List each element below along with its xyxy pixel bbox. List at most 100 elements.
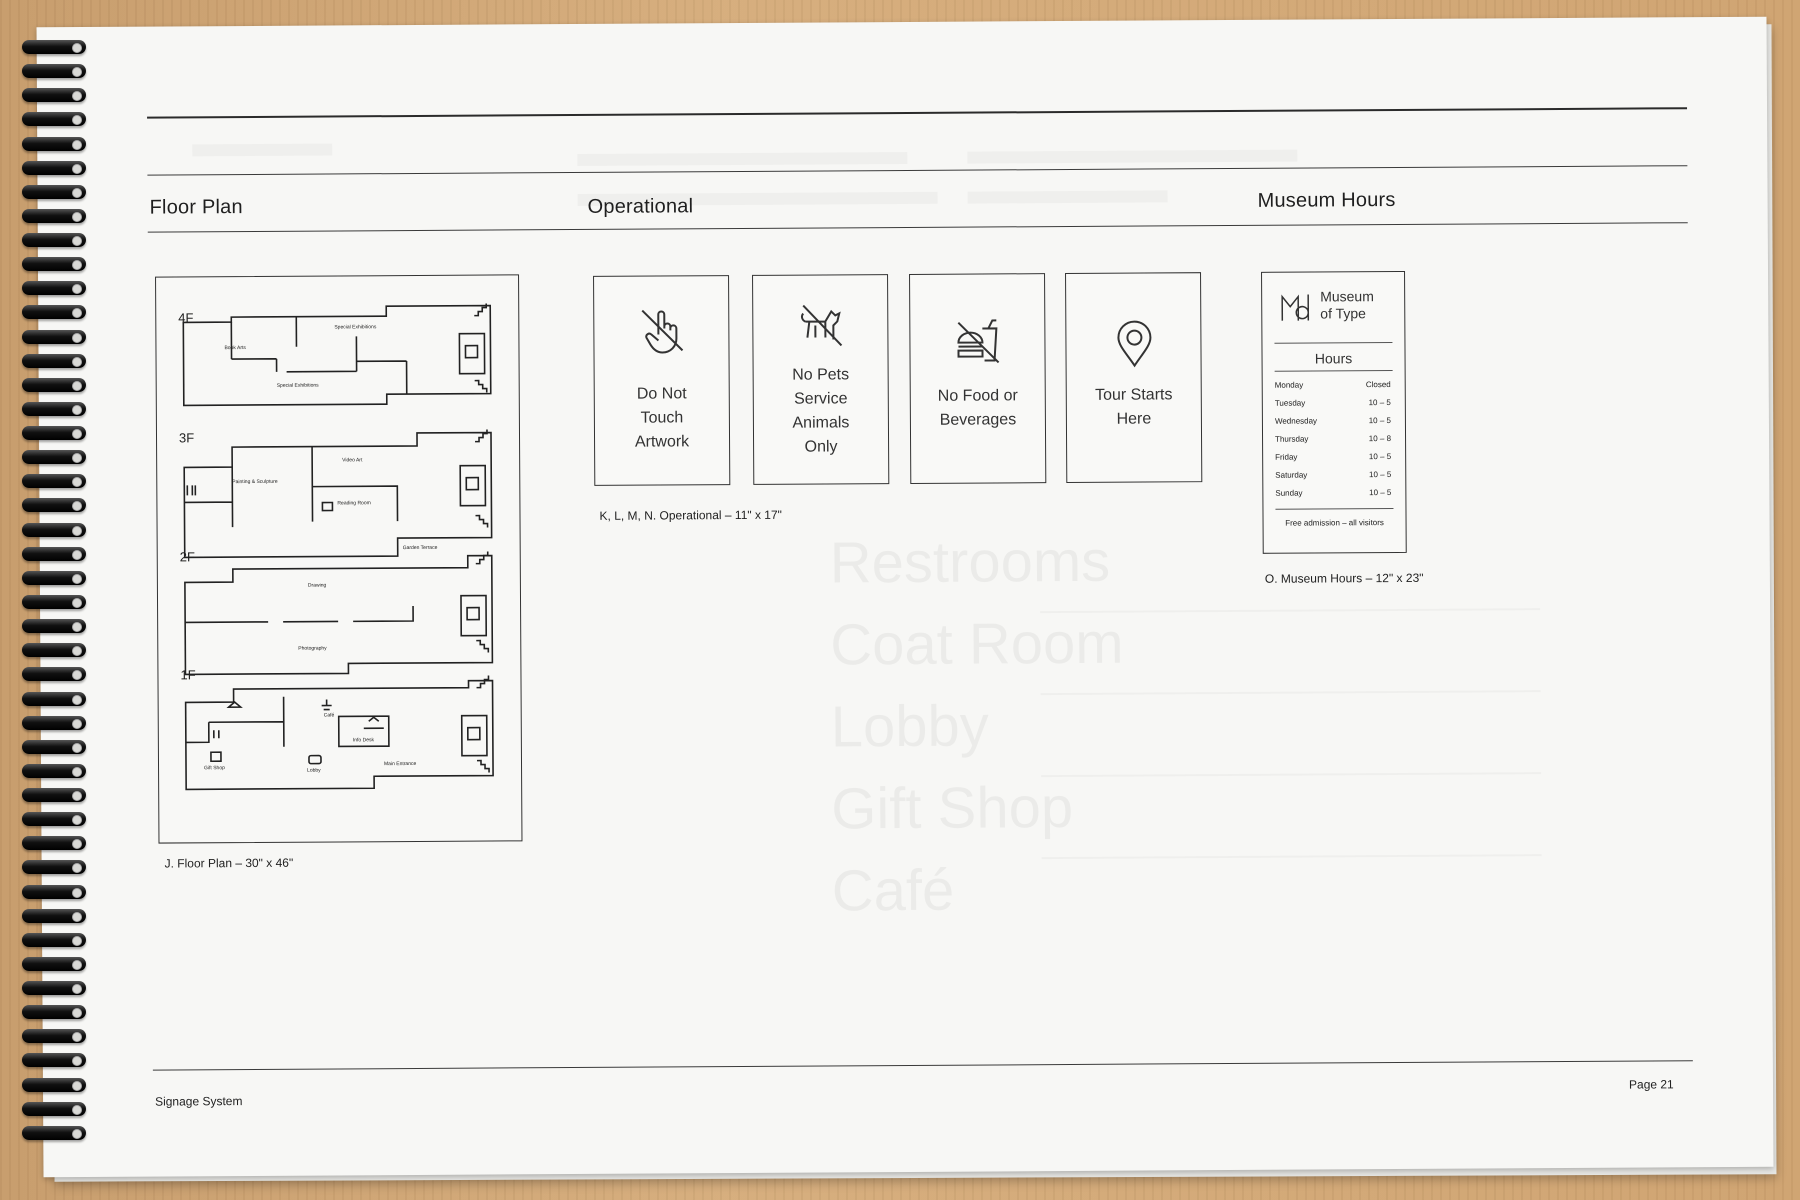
floor-plan-caption: J. Floor Plan – 30" x 46": [164, 855, 294, 871]
no-pets-icon: [800, 304, 843, 347]
punch-hole: [72, 187, 82, 198]
punch-hole: [72, 598, 82, 608]
hours-time: 10 – 5: [1369, 488, 1392, 498]
punch-hole: [72, 404, 82, 415]
punch-hole: [72, 935, 82, 946]
room-label: Book Arts: [224, 345, 246, 351]
museum-hours-heading: Museum Hours: [1257, 188, 1396, 212]
room-label: Painting & Sculpture: [232, 479, 278, 485]
punch-hole: [72, 525, 82, 536]
spiral-ring: [22, 763, 86, 778]
top-rule: [147, 107, 1688, 119]
spiral-ring: [22, 739, 86, 754]
hours-divider: [1275, 508, 1394, 510]
hours-row: Tuesday 10 – 5: [1275, 398, 1391, 414]
spiral-ring: [22, 305, 86, 320]
spiral-ring: [22, 426, 86, 441]
spiral-binding: [22, 40, 92, 1160]
hours-time: Closed: [1365, 380, 1391, 390]
spiral-ring: [22, 884, 86, 899]
museum-logo-icon: [1281, 294, 1310, 321]
spiral-ring: [22, 1029, 86, 1044]
room-label: Special Exhibitions: [334, 324, 377, 330]
punch-hole: [72, 67, 82, 78]
spiral-ring: [22, 1101, 86, 1116]
spiral-ring: [22, 136, 86, 151]
hours-time: 10 – 5: [1368, 470, 1392, 480]
spiral-ring: [22, 1005, 86, 1020]
spiral-ring: [22, 88, 86, 103]
punch-hole: [72, 477, 82, 488]
punch-hole: [72, 718, 82, 729]
spiral-ring: [22, 981, 86, 996]
sign-tour-starts: Tour Starts Here: [1065, 272, 1203, 484]
header-bottom-rule: [147, 222, 1688, 233]
punch-hole: [72, 1080, 82, 1091]
hours-time: 10 – 5: [1368, 452, 1392, 462]
hours-row: Monday Closed: [1275, 380, 1391, 396]
sign-no-food: No Food or Beverages: [909, 273, 1047, 484]
spiral-ring: [22, 522, 86, 537]
hours-day: Friday: [1275, 452, 1298, 462]
spiral-ring: [22, 233, 86, 248]
spiral-ring: [22, 956, 86, 971]
header-top-rule: [147, 165, 1688, 176]
punch-hole: [72, 1104, 82, 1115]
operational-caption: K, L, M, N. Operational – 11" x 17": [599, 507, 782, 523]
floor-label-3f: 3F: [179, 430, 194, 445]
operational-heading: Operational: [587, 195, 694, 218]
floor-label-2f: 2F: [180, 549, 195, 564]
notebook-page: RestroomsCoat RoomLobbyGift ShopCafé Flo…: [36, 16, 1774, 1178]
spiral-ring: [22, 401, 86, 416]
footer-section-name: Signage System: [155, 1094, 243, 1109]
hours-day: Saturday: [1275, 470, 1308, 480]
hours-footer: Free admission – all visitors: [1285, 518, 1384, 528]
punch-hole: [72, 694, 82, 705]
punch-hole: [72, 622, 82, 633]
museum-name: Museum of Type: [1320, 288, 1374, 322]
spiral-ring: [22, 643, 86, 658]
punch-hole: [72, 211, 82, 222]
spiral-ring: [22, 1125, 86, 1140]
hours-row: Wednesday 10 – 5: [1275, 416, 1391, 432]
room-label: Special Exhibitions: [277, 383, 320, 389]
hours-title: Hours: [1314, 350, 1353, 367]
punch-hole: [72, 1128, 82, 1139]
spiral-ring: [22, 860, 86, 875]
spiral-ring: [22, 932, 86, 947]
spiral-ring: [22, 112, 86, 127]
punch-hole: [72, 501, 82, 512]
floor-label-1f: 1F: [180, 667, 195, 682]
punch-hole: [72, 380, 82, 391]
hours-day: Sunday: [1275, 488, 1303, 498]
spiral-ring: [22, 184, 86, 199]
punch-hole: [72, 429, 82, 440]
room-label: Info Desk: [353, 737, 375, 743]
room-label: Video Art: [342, 457, 363, 463]
punch-hole: [72, 115, 82, 126]
punch-hole: [72, 260, 82, 271]
spiral-ring: [22, 329, 86, 344]
room-label: Gift Shop: [204, 765, 225, 771]
location-pin-icon: [1117, 320, 1152, 368]
punch-hole: [72, 1032, 82, 1043]
spiral-ring: [22, 353, 86, 368]
punch-hole: [72, 887, 82, 898]
floor-plan-sign: 4F 3F 2F 1F Book Arts Special Exhibition…: [155, 274, 523, 844]
punch-hole: [72, 43, 82, 53]
punch-hole: [72, 163, 82, 174]
spiral-ring: [22, 691, 86, 706]
sign-label: No Pets Service Animals Only: [792, 366, 850, 456]
spiral-ring: [22, 450, 86, 465]
punch-hole: [72, 1056, 82, 1067]
punch-hole: [72, 791, 82, 802]
spiral-ring: [22, 1053, 86, 1068]
hours-divider: [1274, 342, 1393, 344]
punch-hole: [72, 236, 82, 247]
punch-hole: [72, 549, 82, 560]
spiral-ring: [22, 788, 86, 803]
punch-hole: [72, 453, 82, 464]
sign-label: No Food or Beverages: [937, 387, 1018, 429]
museum-hours-caption: O. Museum Hours – 12" x 23": [1264, 570, 1424, 586]
punch-hole: [72, 646, 82, 657]
